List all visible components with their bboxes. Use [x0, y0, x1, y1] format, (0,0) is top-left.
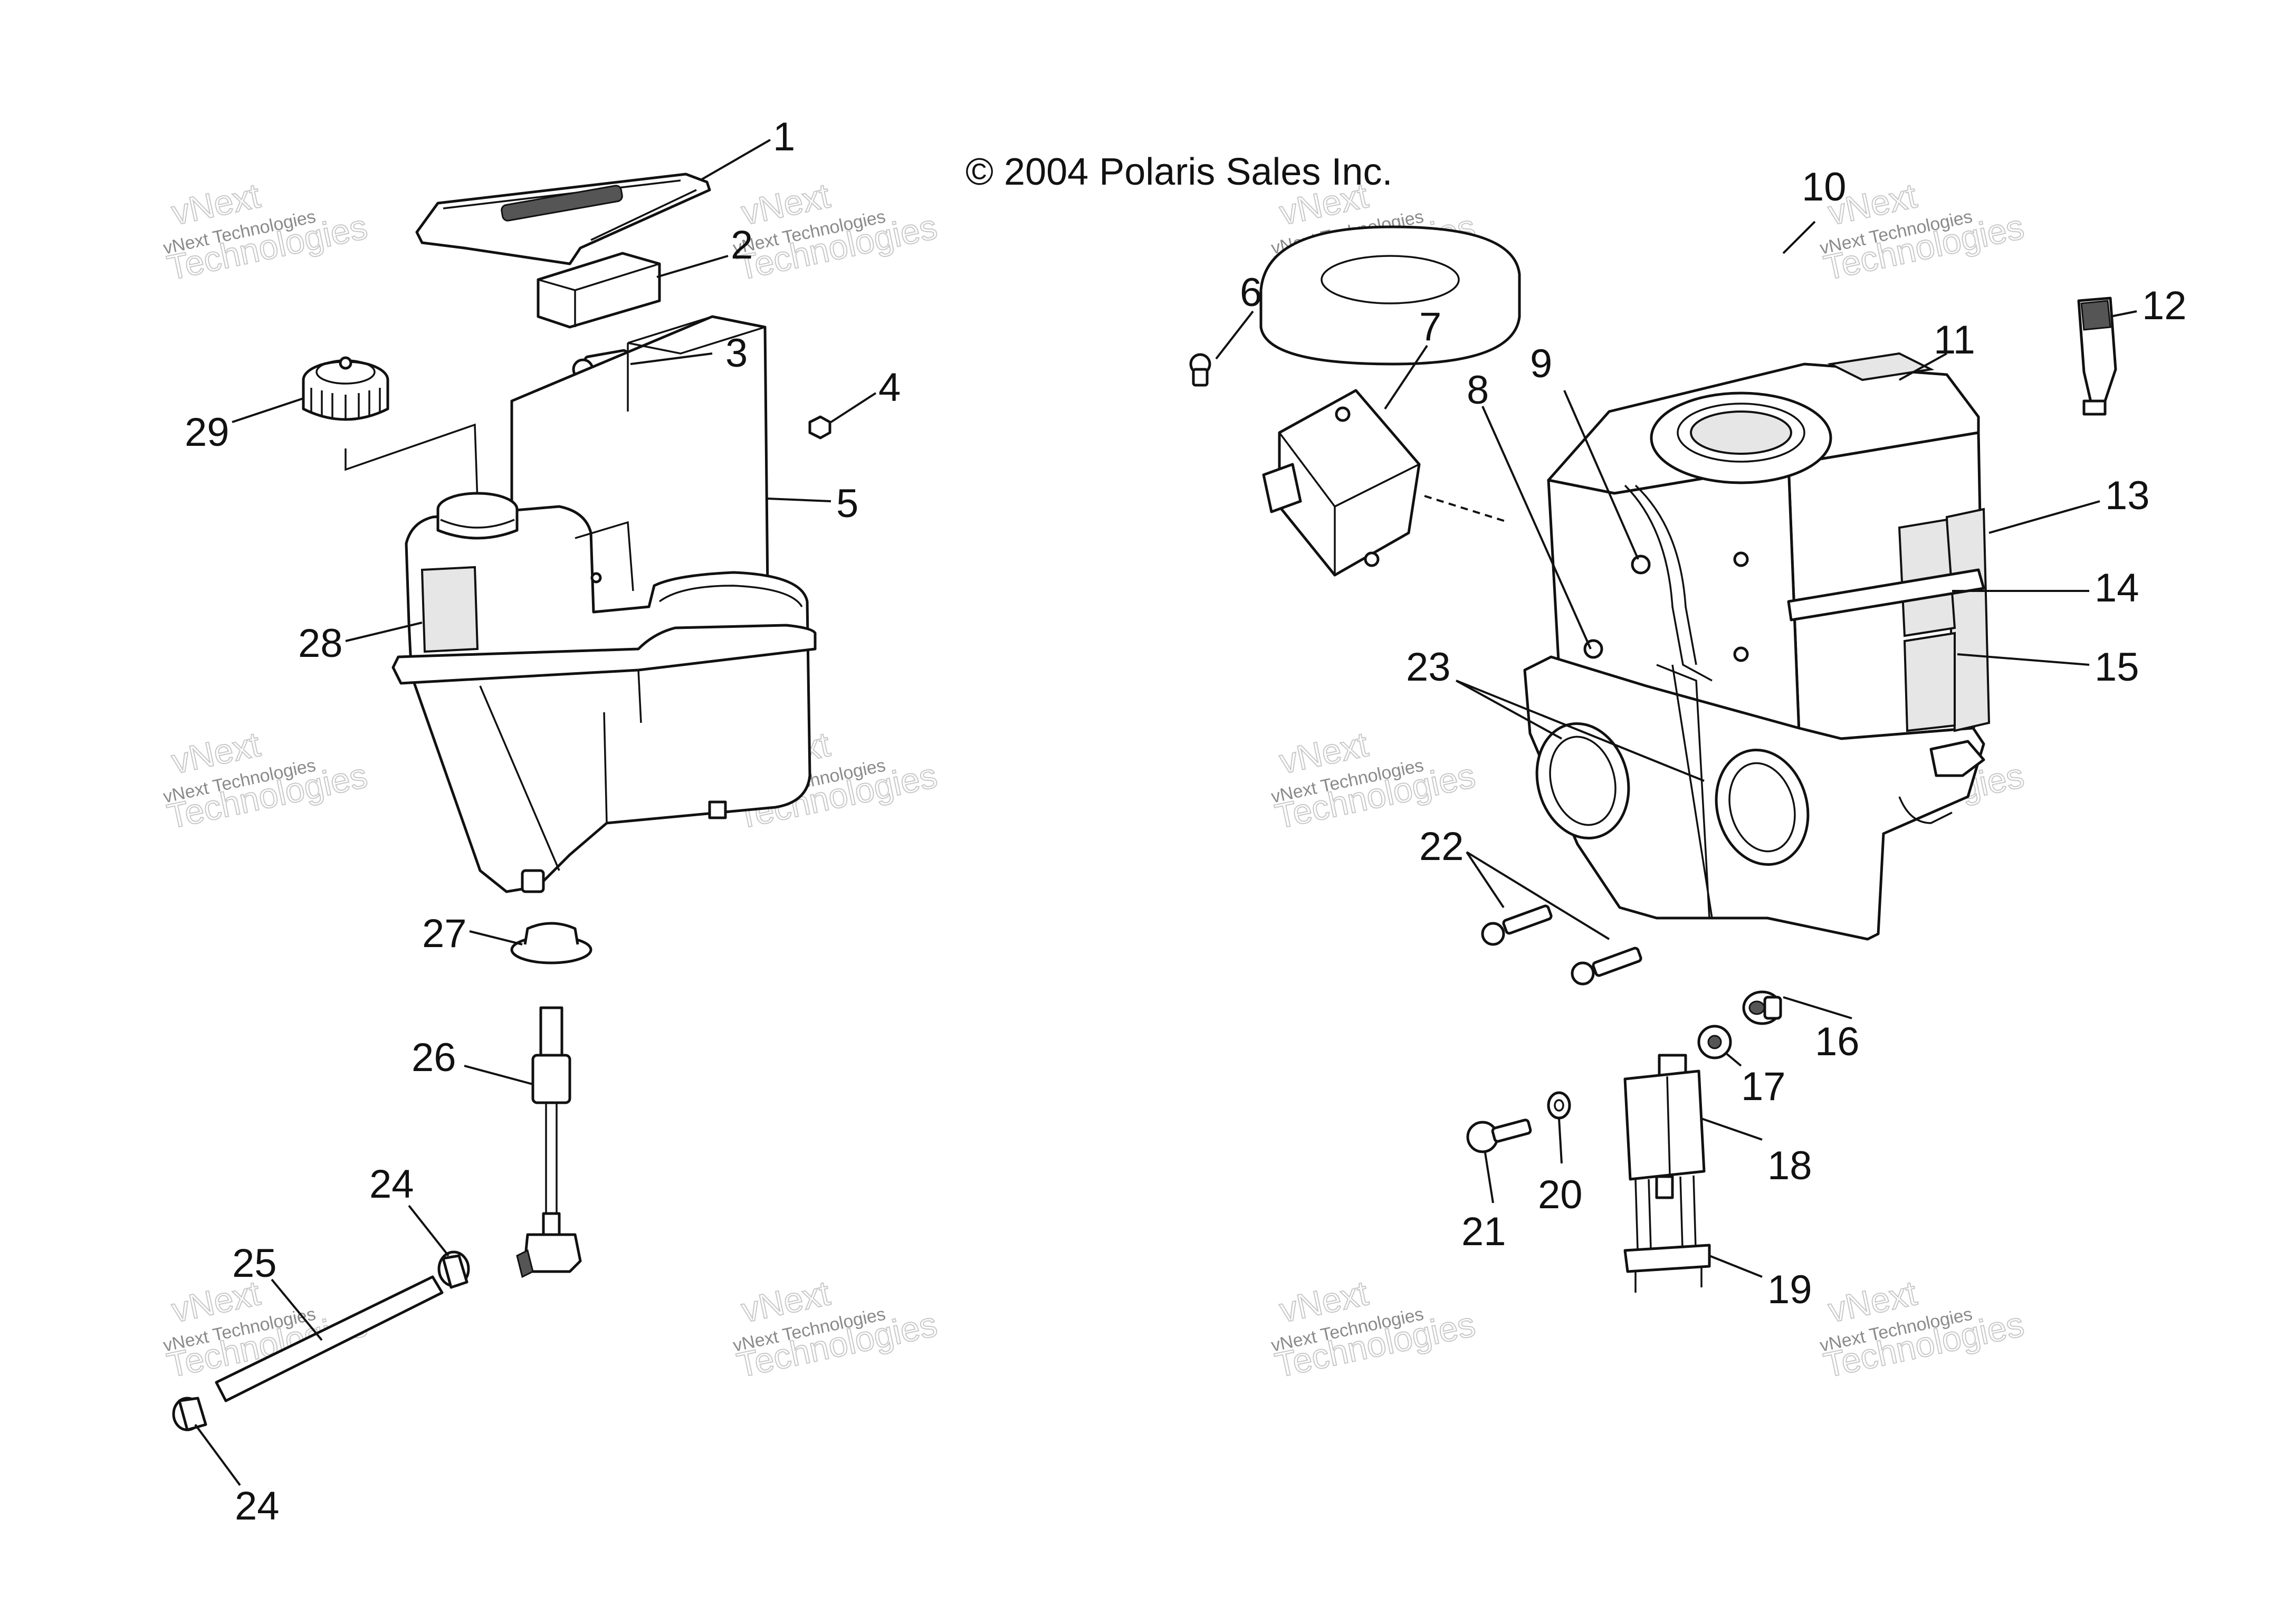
callout-23: 23 — [1406, 645, 1451, 690]
callout-21: 21 — [1461, 1209, 1506, 1254]
part-1-cover — [415, 173, 711, 265]
part-18-ignition-coil — [1623, 1054, 1706, 1267]
part-25-oil-hose — [215, 1275, 444, 1402]
part-12-retaining-clip — [2077, 297, 2117, 416]
callout-29: 29 — [185, 410, 229, 455]
part-16-grommet — [1742, 990, 1782, 1025]
callout-12: 12 — [2142, 283, 2187, 328]
watermark: vNext Technologies vNext Technologies — [731, 1273, 941, 1386]
part-17-nut — [1697, 1025, 1732, 1059]
callout-24-upper: 24 — [369, 1162, 414, 1207]
callout-7: 7 — [1419, 304, 1441, 349]
callout-16: 16 — [1815, 1019, 1860, 1064]
part-19-coil-bracket — [1623, 1244, 1711, 1293]
callout-4: 4 — [878, 365, 901, 410]
callout-6: 6 — [1240, 270, 1262, 315]
part-22-bolt-left — [1481, 904, 1553, 946]
callout-numbers: 1 2 3 4 5 6 7 8 9 10 11 12 13 14 15 16 1… — [185, 114, 2187, 1529]
callout-24-lower: 24 — [235, 1484, 280, 1529]
part-26-oil-level-sensor — [516, 1006, 582, 1278]
callout-19: 19 — [1767, 1267, 1812, 1312]
part-24-hose-clamp-upper — [437, 1250, 470, 1289]
part-4-nut — [808, 415, 831, 440]
part-22-bolt-right — [1571, 947, 1642, 986]
callout-5: 5 — [836, 481, 858, 526]
callout-3: 3 — [725, 331, 748, 376]
callout-1: 1 — [773, 114, 795, 159]
part-20-washer — [1547, 1091, 1571, 1120]
callout-2: 2 — [731, 223, 753, 268]
callout-15: 15 — [2095, 645, 2139, 690]
callout-28: 28 — [298, 621, 343, 666]
leader-lines — [194, 139, 2137, 1486]
watermark: vNext Technologies vNext Technologies — [1269, 1273, 1479, 1386]
watermark: vNext Technologies vNext Technologies — [1818, 1273, 2028, 1386]
callout-10: 10 — [1802, 165, 1847, 209]
part-7-cdi-module — [1262, 389, 1421, 577]
callout-18: 18 — [1767, 1143, 1812, 1188]
part-27-grommet — [510, 922, 592, 964]
callout-27: 27 — [422, 911, 467, 956]
part-airbox-assembly — [1523, 352, 1991, 941]
watermark: vNext Technologies vNext Technologies — [161, 175, 371, 288]
callout-11: 11 — [1934, 318, 1975, 362]
callout-20: 20 — [1538, 1172, 1583, 1217]
copyright-notice: © 2004 Polaris Sales Inc. — [965, 151, 1393, 193]
watermark: vNext Technologies vNext Technologies — [161, 724, 371, 837]
callout-8: 8 — [1467, 368, 1489, 413]
part-21-bolt — [1466, 1119, 1532, 1153]
part-2-block — [537, 252, 661, 329]
part-5-28-oil-tank — [391, 315, 817, 893]
watermark: vNext Technologies vNext Technologies — [1269, 724, 1479, 837]
part-29-filler-cap — [302, 356, 389, 421]
part-10-foam-seal — [1259, 225, 1521, 366]
part-24-hose-clamp-lower — [172, 1397, 207, 1431]
callout-22: 22 — [1419, 824, 1464, 869]
callout-13: 13 — [2105, 473, 2150, 518]
watermark: vNext Technologies vNext Technologies — [731, 175, 941, 288]
part-6-push-rivet — [1189, 353, 1211, 387]
callout-25: 25 — [232, 1241, 277, 1286]
assembly-line-7 — [1424, 495, 1509, 523]
callout-14: 14 — [2095, 566, 2139, 610]
callout-17: 17 — [1741, 1064, 1786, 1109]
callout-9: 9 — [1530, 341, 1552, 386]
callout-26: 26 — [412, 1035, 456, 1080]
cap-tether — [345, 423, 479, 502]
